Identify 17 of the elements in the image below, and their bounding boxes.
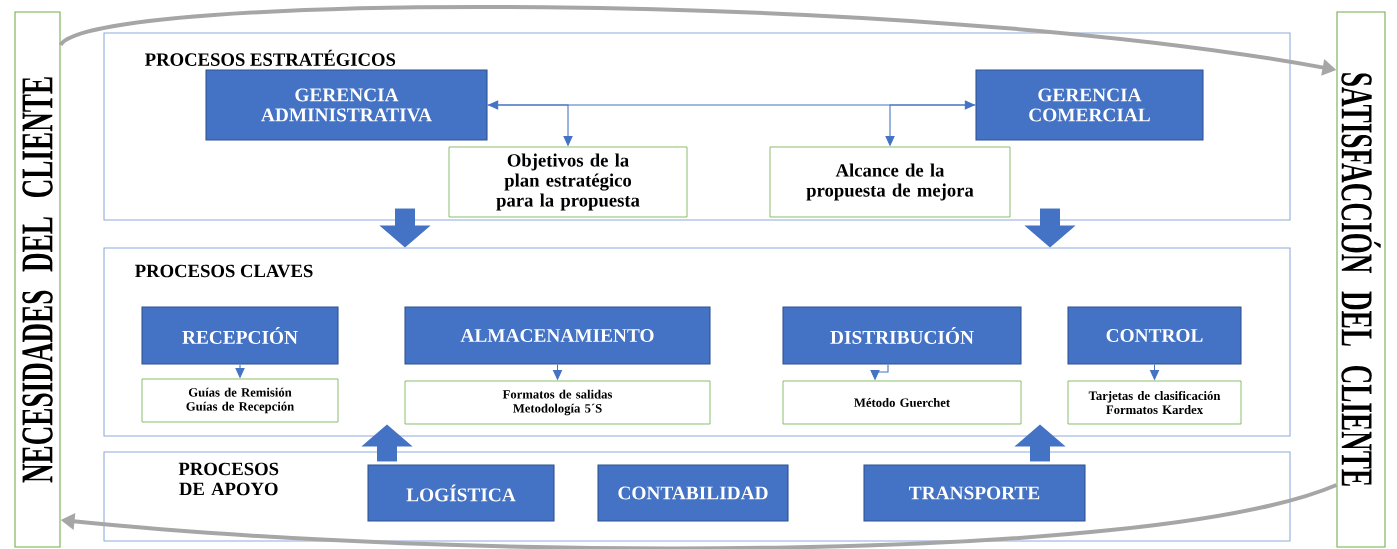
process-box: TRANSPORTE: [863, 464, 1086, 522]
process-box: GERENCIA ADMINISTRATIVA: [205, 69, 488, 141]
process-box: GERENCIA COMERCIAL: [975, 69, 1204, 141]
text-box: Alcance de la propuesta de mejora: [769, 146, 1011, 218]
process-box: CONTROL: [1067, 306, 1242, 365]
process-box: RECEPCIÓN: [141, 306, 339, 365]
text-box: Tarjetas de clasificación Formatos Kardex: [1067, 380, 1242, 425]
text-box: Objetivos de la plan estratégico para la propuesta: [448, 146, 688, 218]
side-band: SATISFACCIÓN DEL CLIENTE: [1336, 11, 1386, 548]
process-box: CONTABILIDAD: [597, 464, 789, 522]
text-box: Formatos de salidas Metodología 5´S: [404, 380, 711, 425]
process-box: DISTRIBUCIÓN: [782, 306, 1022, 365]
text-box: Guías de Remisión Guías de Recepción: [141, 378, 339, 423]
process-box: LOGÍSTICA: [367, 464, 555, 522]
process-box: ALMACENAMIENTO: [404, 306, 711, 365]
side-band: NECESIDADES DEL CLIENTE: [14, 11, 61, 548]
text-box: Método Guerchet: [782, 380, 1022, 425]
